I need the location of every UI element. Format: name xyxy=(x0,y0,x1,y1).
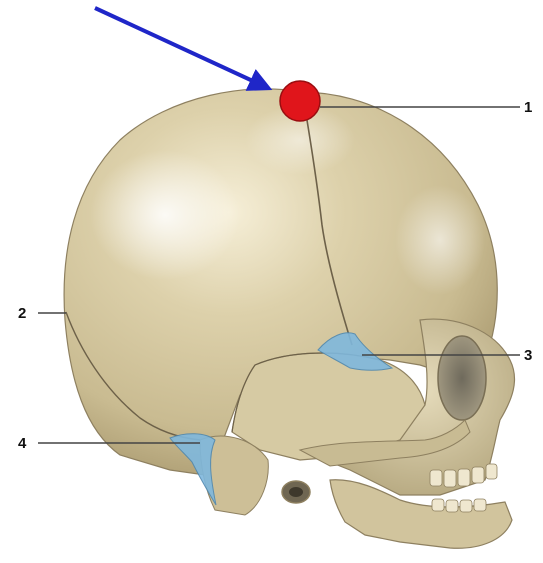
label-1: 1 xyxy=(524,99,532,116)
arrow-icon xyxy=(95,8,268,88)
label-3: 3 xyxy=(524,347,532,364)
label-2: 2 xyxy=(18,305,26,322)
marker-dot xyxy=(280,81,320,121)
label-4: 4 xyxy=(18,435,27,452)
skull-illustration xyxy=(64,89,514,548)
orbit xyxy=(438,336,486,420)
